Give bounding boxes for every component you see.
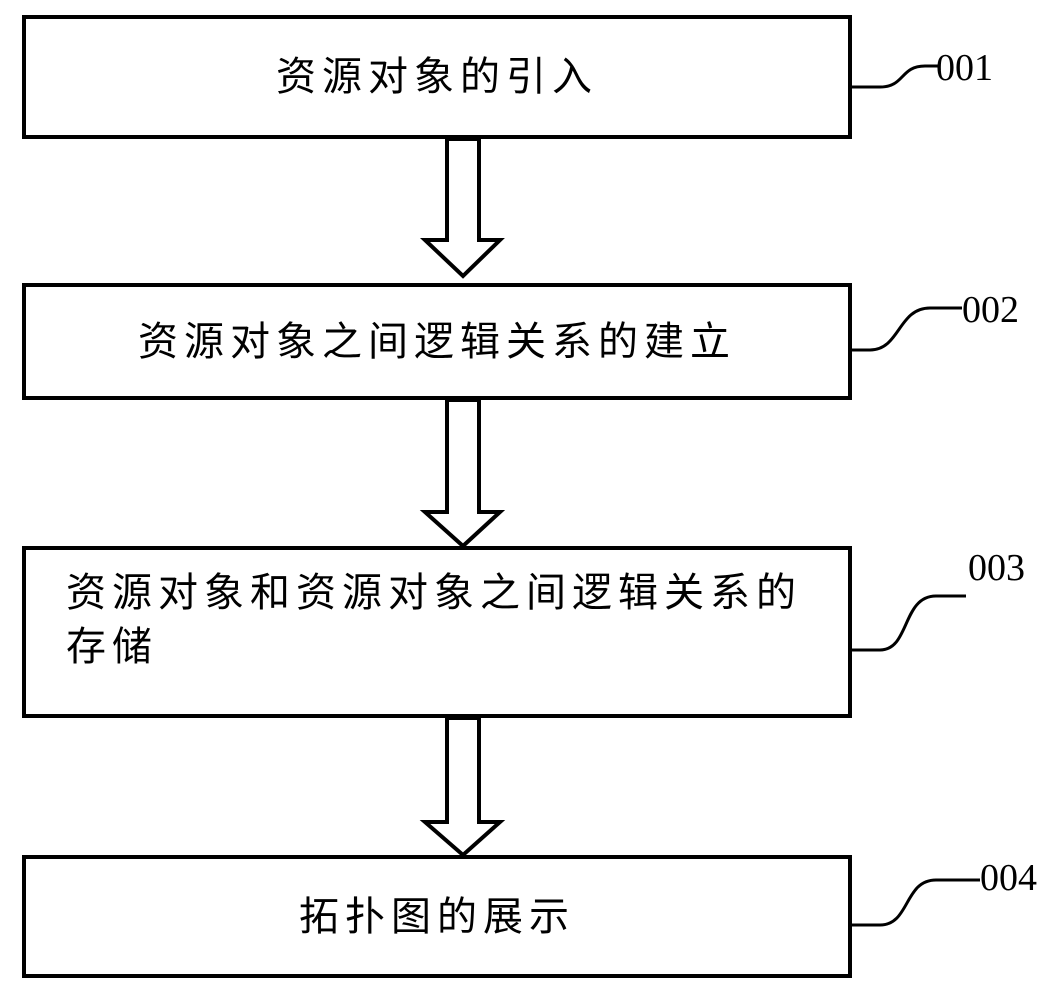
arrow-1-to-2 xyxy=(419,137,505,279)
step-box-001: 资源对象的引入 xyxy=(22,15,852,139)
step-text-003: 资源对象和资源对象之间逻辑关系的存储 xyxy=(66,570,802,670)
step-label-001: 001 xyxy=(936,47,993,89)
step-box-004: 拓扑图的展示 xyxy=(22,855,852,978)
step-text-002: 资源对象之间逻辑关系的建立 xyxy=(138,318,736,365)
step-box-002: 资源对象之间逻辑关系的建立 xyxy=(22,283,852,400)
leader-line-003 xyxy=(852,594,966,652)
arrow-2-to-3 xyxy=(419,398,506,549)
step-text-004: 拓扑图的展示 xyxy=(299,893,575,940)
step-label-003: 003 xyxy=(968,547,1025,589)
leader-line-004 xyxy=(852,878,980,927)
step-label-002: 002 xyxy=(962,289,1019,331)
step-text-001: 资源对象的引入 xyxy=(276,54,598,100)
step-label-004: 004 xyxy=(980,857,1037,899)
arrow-3-to-4 xyxy=(419,716,506,858)
step-box-003: 资源对象和资源对象之间逻辑关系的存储 xyxy=(22,546,852,718)
leader-line-001 xyxy=(852,64,938,89)
leader-line-002 xyxy=(852,306,962,352)
